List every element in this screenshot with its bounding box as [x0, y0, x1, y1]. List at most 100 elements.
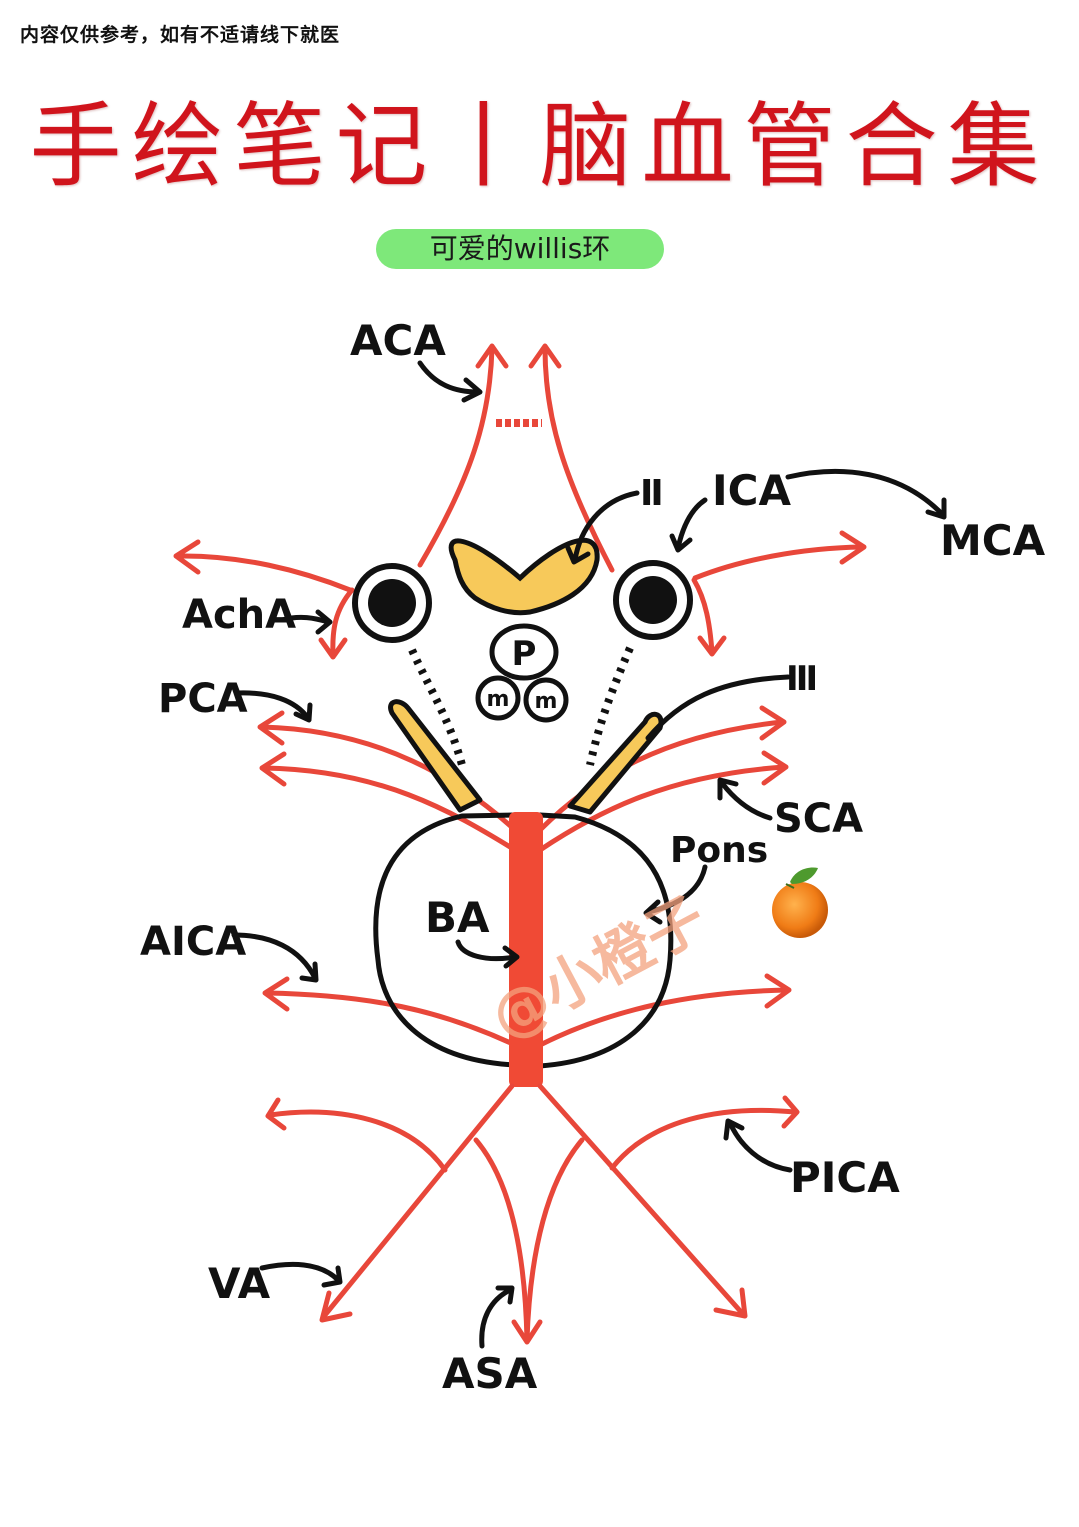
- acha-vessels: [318, 577, 727, 660]
- mammillary-left-label: m: [487, 687, 510, 712]
- pca-right-arrowhead: [759, 705, 787, 741]
- mca-vessels: [173, 530, 867, 593]
- aca-pointer: [417, 360, 481, 395]
- asa-pointer: [479, 1287, 513, 1349]
- va-left-vessel: [322, 1083, 515, 1318]
- mca-right-arrowhead: [839, 530, 867, 565]
- pca-sca-vessels: [257, 705, 789, 853]
- ica-left: [352, 563, 432, 643]
- oculomotor-nerve-left: [388, 699, 483, 813]
- optic-pointer-head: [565, 545, 591, 565]
- page-title: 手绘笔记丨脑血管合集: [29, 93, 1050, 200]
- aca-right-arrowhead: [528, 343, 562, 369]
- sca-left-arrowhead: [259, 751, 287, 787]
- mca-pointer: [785, 468, 946, 518]
- oculomotor-pointer: [645, 674, 791, 741]
- pica-right-arrowhead: [781, 1095, 800, 1129]
- label-oculomotor-nerve: Ⅲ: [786, 659, 818, 699]
- mca-left-vessel: [175, 553, 353, 593]
- aca-pointer-head: [461, 377, 483, 403]
- pcom-right-dotted: [586, 646, 634, 766]
- pons-pointer: [645, 864, 708, 915]
- sca-pointer-head: [717, 777, 739, 801]
- label-pointers: [231, 360, 947, 1349]
- aca-left-vessel: [417, 345, 495, 568]
- pcom-left-dotted: [408, 648, 466, 767]
- asa-arrowhead: [511, 1319, 543, 1345]
- optic-pointer: [572, 490, 640, 563]
- aica-left-arrowhead: [262, 976, 290, 1012]
- pca-left-vessel: [259, 724, 518, 833]
- aica-left-vessel: [264, 990, 518, 1048]
- label-ica: ICA: [712, 466, 791, 515]
- label-pons: Pons: [670, 830, 768, 871]
- ica-right: [613, 560, 693, 640]
- optic-chiasm: [448, 537, 600, 616]
- label-pca: PCA: [158, 676, 248, 722]
- aca-vessels: [417, 343, 615, 573]
- pons-outline: [373, 812, 674, 1069]
- label-asa: ASA: [442, 1349, 538, 1398]
- pica-left-arrowhead: [265, 1097, 287, 1131]
- aca-left-arrowhead: [475, 343, 509, 369]
- aica-right-arrowhead: [764, 973, 792, 1009]
- acha-left-arrowhead: [318, 637, 348, 660]
- aica-vessels: [262, 973, 792, 1048]
- pituitary-group: P m m: [475, 623, 569, 723]
- ica-pointer-head: [669, 533, 693, 553]
- pica-pointer: [727, 1120, 793, 1173]
- oculomotor-nerve-right: [567, 711, 664, 815]
- va-pointer: [259, 1261, 341, 1283]
- va-right-arrowhead: [713, 1287, 748, 1319]
- subtitle-pill: 可爱的willis环: [376, 229, 664, 269]
- mca-left-arrowhead: [173, 539, 201, 575]
- label-optic-nerve: Ⅱ: [640, 473, 664, 514]
- pica-right-vessel: [609, 1107, 798, 1171]
- pituitary-body: [489, 623, 559, 681]
- acha-left-vessel: [330, 587, 355, 658]
- va-left-arrowhead: [319, 1290, 353, 1323]
- aica-pointer-head: [299, 961, 319, 983]
- ica-left-lumen: [368, 579, 416, 627]
- label-mca: MCA: [940, 516, 1046, 565]
- pica-left-vessel: [267, 1109, 448, 1173]
- pons-pointer-head: [643, 899, 663, 925]
- pituitary-label: P: [512, 634, 537, 674]
- ica-pointer: [675, 497, 708, 551]
- aica-pointer: [231, 932, 318, 981]
- mammillary-right-label: m: [535, 689, 558, 714]
- label-ba: BA: [425, 893, 490, 942]
- asa-right-branch: [524, 1137, 585, 1343]
- sca-right-vessel: [537, 764, 787, 853]
- label-sca: SCA: [774, 796, 863, 842]
- pica-pointer-head: [723, 1118, 745, 1141]
- mca-pointer-head: [925, 497, 947, 520]
- asa-left-branch: [473, 1137, 530, 1343]
- ba-pointer: [455, 939, 518, 962]
- mammillary-body-right: [523, 677, 569, 723]
- aica-right-vessel: [537, 987, 790, 1048]
- label-aica: AICA: [140, 919, 246, 965]
- acha-right-vessel: [691, 577, 715, 655]
- label-va: VA: [208, 1259, 271, 1308]
- mammillary-body-left: [475, 675, 521, 721]
- label-pica: PICA: [790, 1153, 900, 1202]
- asa-pointer-head: [495, 1285, 515, 1305]
- label-aca: ACA: [350, 316, 446, 365]
- pca-left-arrowhead: [257, 710, 285, 746]
- acha-pointer-head: [315, 609, 333, 635]
- acha-pointer: [279, 614, 331, 625]
- va-right-vessel: [537, 1083, 745, 1316]
- label-acha: AchA: [182, 592, 296, 638]
- lower-vessels: [265, 1083, 800, 1345]
- pca-pointer: [235, 690, 311, 721]
- aca-right-vessel: [542, 345, 615, 573]
- acha-right-arrowhead: [697, 635, 727, 657]
- mca-right-vessel: [692, 544, 865, 581]
- disclaimer-text: 内容仅供参考，如有不适请线下就医: [20, 24, 341, 46]
- basilar-artery: [509, 812, 543, 1087]
- pca-pointer-head: [293, 702, 313, 723]
- labels: ACA Ⅱ ICA MCA AchA PCA Ⅲ SCA Pons BA AIC…: [140, 316, 1046, 1398]
- sca-pointer: [719, 780, 773, 821]
